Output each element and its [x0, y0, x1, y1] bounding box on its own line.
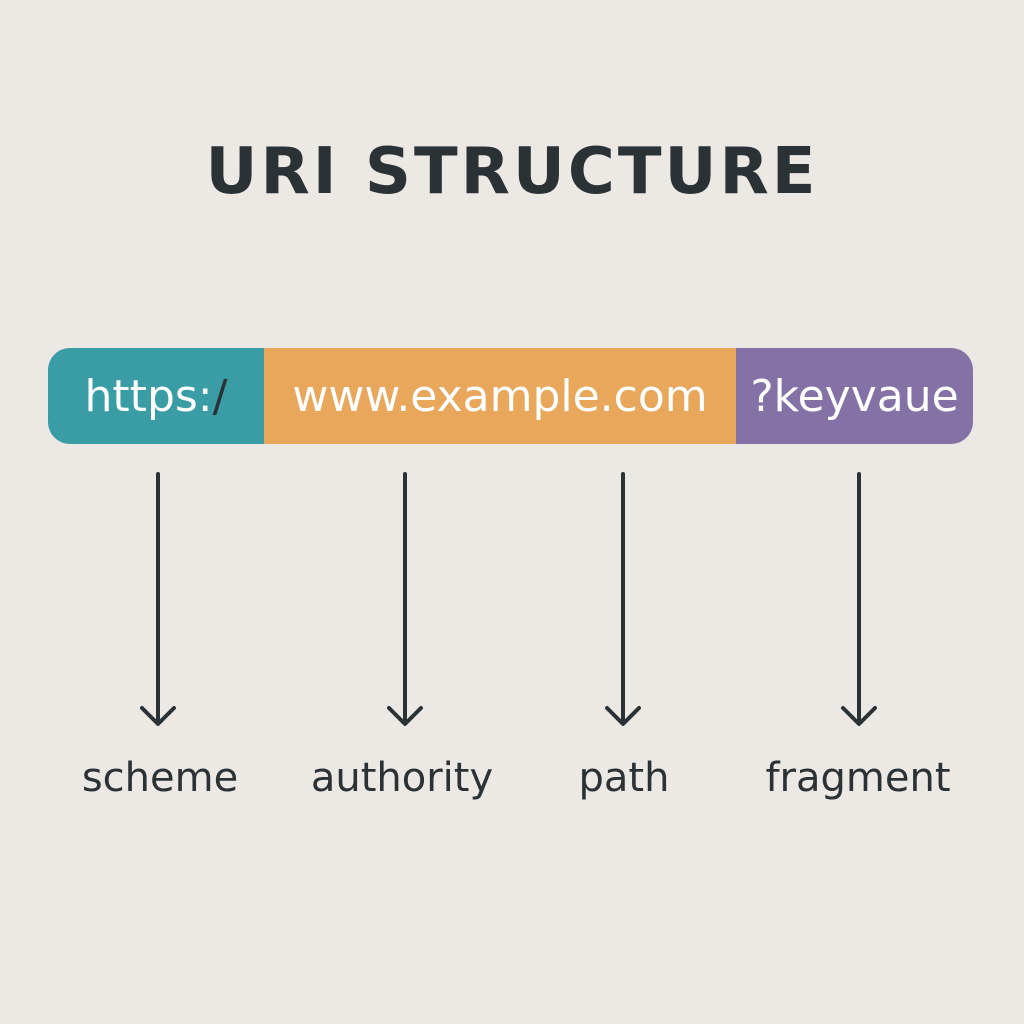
uri-segment-authority-text: www.example.com — [292, 370, 708, 422]
diagram-title: URI STRUCTURE — [205, 135, 819, 209]
label-path: path — [578, 755, 670, 801]
arrow-scheme — [140, 472, 176, 726]
arrow-authority — [387, 472, 423, 726]
uri-segment-scheme-text: https: — [84, 370, 213, 422]
uri-bar: https:/ www.example.com ?keyvaue — [48, 348, 973, 444]
label-authority: authority — [310, 755, 494, 801]
label-fragment: fragment — [765, 755, 951, 801]
uri-segment-authority: www.example.com — [264, 348, 736, 444]
label-scheme: scheme — [81, 755, 239, 801]
uri-segment-query: ?keyvaue — [736, 348, 973, 444]
uri-segment-scheme: https:/ — [48, 348, 264, 444]
uri-segment-query-text: ?keyvaue — [750, 370, 959, 422]
arrow-fragment — [841, 472, 877, 726]
uri-segment-scheme-slash: / — [212, 370, 228, 422]
arrow-path — [605, 472, 641, 726]
